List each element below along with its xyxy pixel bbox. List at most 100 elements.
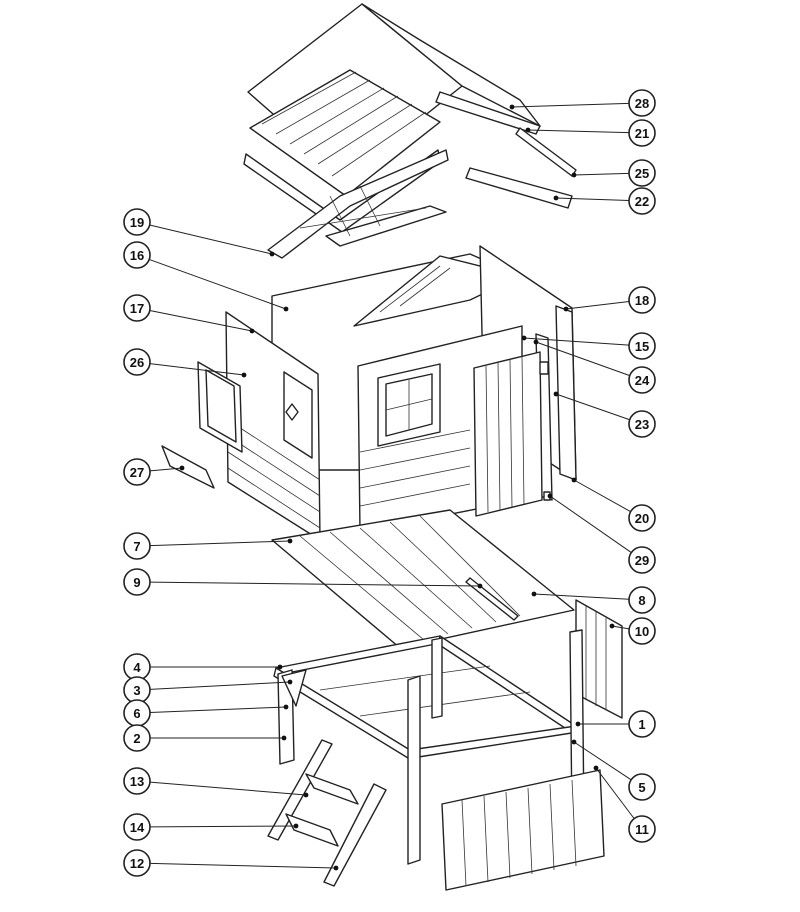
front-wall-assembly — [357, 325, 551, 533]
callout-12: 12 — [123, 849, 339, 877]
roof-assembly — [243, 3, 577, 259]
roof-boards-right — [435, 91, 541, 135]
callout-anchor-9 — [477, 583, 483, 589]
stair-stringer-right — [323, 783, 387, 887]
callout-28: 28 — [509, 89, 656, 117]
callout-1: 1 — [575, 710, 656, 738]
callout-badge-15 — [628, 332, 656, 360]
callout-anchor-21 — [525, 127, 531, 133]
door-latch — [539, 361, 549, 375]
roof-boards-grain — [261, 71, 427, 177]
callout-anchor-3 — [287, 679, 293, 685]
callout-2: 2 — [123, 724, 287, 752]
callout-leader-13 — [149, 781, 307, 796]
frame-post-front-left — [407, 675, 421, 865]
callout-badge-7 — [123, 532, 151, 560]
callout-number-15: 15 — [635, 339, 649, 354]
callout-18: 18 — [563, 286, 656, 314]
callout-leader-8 — [533, 593, 630, 600]
roof-boards-left — [249, 69, 441, 197]
callout-17: 17 — [123, 294, 255, 334]
callout-badge-17 — [123, 294, 151, 322]
callout-number-27: 27 — [130, 465, 144, 480]
callout-number-24: 24 — [635, 373, 650, 388]
callout-anchor-22 — [553, 195, 559, 201]
callout-4: 4 — [123, 653, 283, 681]
callout-anchor-29 — [547, 493, 553, 499]
floor-assembly — [271, 509, 575, 649]
callout-7: 7 — [123, 532, 293, 560]
callout-anchor-25 — [571, 172, 577, 178]
callout-number-7: 7 — [133, 539, 140, 554]
callout-badge-24 — [628, 366, 656, 394]
callout-leader-6 — [149, 706, 287, 713]
left-window-inner — [205, 369, 237, 443]
callout-21: 21 — [525, 119, 656, 147]
callout-leader-29 — [549, 495, 632, 553]
callout-number-18: 18 — [635, 293, 649, 308]
callout-leader-26 — [149, 363, 245, 376]
diamond-ornament — [285, 403, 299, 421]
callout-badge-12 — [123, 849, 151, 877]
callout-number-6: 6 — [133, 706, 140, 721]
callout-number-21: 21 — [635, 126, 649, 141]
callout-anchor-28 — [509, 104, 515, 110]
callout-number-10: 10 — [635, 624, 649, 639]
flower-box — [161, 445, 215, 489]
callout-27: 27 — [123, 458, 185, 486]
callout-leader-3 — [149, 681, 291, 690]
callout-leader-23 — [555, 393, 630, 421]
stairs-assembly — [267, 739, 387, 887]
callout-anchor-15 — [521, 335, 527, 341]
callout-leader-22 — [555, 197, 630, 202]
callout-anchor-4 — [277, 664, 283, 670]
callout-anchor-13 — [303, 792, 309, 798]
roof-truss-frame — [267, 149, 449, 259]
callout-number-4: 4 — [133, 660, 141, 675]
callout-badge-11 — [628, 815, 656, 843]
callout-leader-5 — [573, 741, 632, 781]
callout-number-2: 2 — [133, 731, 140, 746]
callout-number-20: 20 — [635, 511, 649, 526]
callout-anchor-6 — [283, 704, 289, 710]
front-railing-frame — [441, 769, 605, 891]
callout-anchor-10 — [609, 623, 615, 629]
callout-16: 16 — [123, 241, 289, 312]
callout-anchor-12 — [333, 865, 339, 871]
stair-stringer-left — [267, 739, 333, 841]
callout-number-12: 12 — [130, 856, 144, 871]
callout-anchor-20 — [571, 477, 577, 483]
callout-badge-21 — [628, 119, 656, 147]
door — [473, 351, 543, 517]
callout-number-22: 22 — [635, 194, 649, 209]
callout-anchor-7 — [287, 538, 293, 544]
frame-top-back — [275, 635, 447, 675]
side-wall-strip — [555, 305, 577, 481]
callout-layer: 2821252219161817152624232720297981043612… — [123, 89, 656, 877]
callout-leader-24 — [535, 341, 630, 377]
floor-deck — [271, 509, 575, 649]
callout-anchor-27 — [179, 465, 185, 471]
callout-15: 15 — [521, 332, 656, 360]
callout-badge-22 — [628, 187, 656, 215]
callout-number-29: 29 — [635, 553, 649, 568]
callout-anchor-17 — [249, 328, 255, 334]
callout-6: 6 — [123, 699, 289, 727]
corner-brace — [281, 669, 307, 707]
frame-side-right — [437, 635, 577, 735]
callout-badge-16 — [123, 241, 151, 269]
callout-11: 11 — [593, 765, 656, 843]
callout-anchor-19 — [269, 251, 275, 257]
callout-leader-11 — [595, 767, 635, 819]
left-window-shutter — [283, 371, 313, 459]
callout-anchor-11 — [593, 765, 599, 771]
callout-number-23: 23 — [635, 417, 649, 432]
callout-number-14: 14 — [130, 820, 145, 835]
callout-number-28: 28 — [635, 96, 649, 111]
frame-front — [409, 725, 579, 759]
callout-number-26: 26 — [130, 355, 144, 370]
callout-13: 13 — [123, 767, 309, 798]
roof-panel-right — [361, 3, 541, 127]
roof-edge-strip — [515, 127, 577, 177]
callout-badge-13 — [123, 767, 151, 795]
